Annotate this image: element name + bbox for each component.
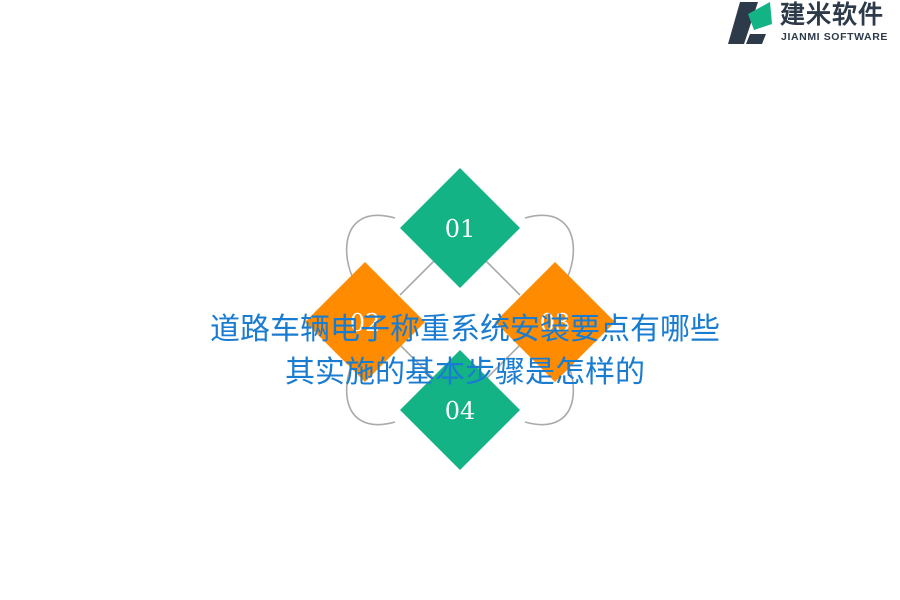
- step-03-diamond: 03: [495, 262, 615, 382]
- step-04-label: 04: [445, 397, 476, 425]
- brand-logo: 建米软件 JIANMI SOFTWARE: [724, 0, 900, 48]
- brand-name-cn: 建米软件: [780, 0, 885, 29]
- step-03-label: 03: [540, 309, 571, 337]
- step-02-diamond: 02: [305, 262, 425, 382]
- step-02-label: 02: [350, 309, 381, 337]
- step-01-label: 01: [445, 215, 476, 243]
- jianmi-logo-icon: [728, 2, 772, 44]
- title-line-2: 其实施的基本步骤是怎样的: [285, 355, 645, 390]
- four-step-diagram: 01 02 03 04: [305, 168, 615, 470]
- brand-name-en: JIANMI SOFTWARE: [781, 31, 889, 43]
- step-01-diamond: 01: [400, 168, 520, 288]
- title-line-1: 道路车辆电子称重系统安装要点有哪些: [210, 312, 720, 347]
- step-04-diamond: 04: [400, 350, 520, 470]
- page-title: 道路车辆电子称重系统安装要点有哪些 其实施的基本步骤是怎样的: [150, 308, 780, 394]
